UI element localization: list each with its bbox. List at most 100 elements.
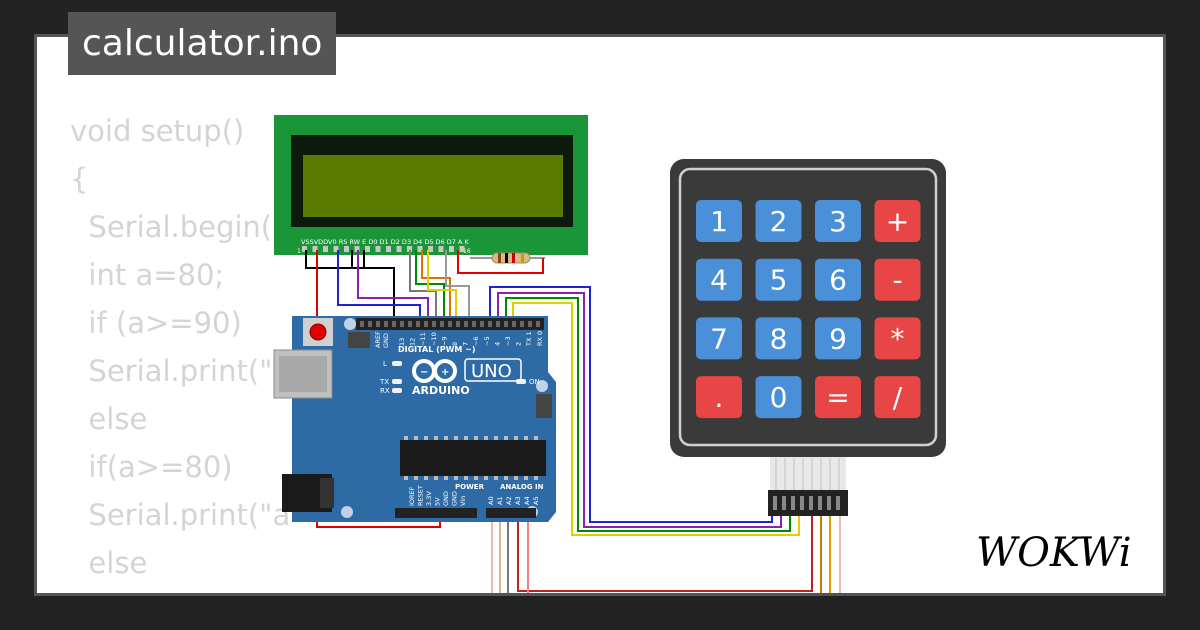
uno-badge <box>464 358 522 382</box>
header-pin[interactable] <box>416 321 420 327</box>
led-l-label: L <box>383 360 387 368</box>
key-label: . <box>715 381 724 414</box>
key-label: 6 <box>829 264 847 297</box>
header-pin[interactable] <box>448 321 452 327</box>
lcd-pin[interactable] <box>375 246 381 252</box>
header-pin[interactable] <box>520 321 524 327</box>
connector-pin[interactable] <box>836 496 840 510</box>
digital-pin-label: ~10 <box>430 332 438 346</box>
project-title[interactable]: calculator.ino <box>68 12 337 75</box>
key-label: 3 <box>829 205 847 238</box>
chip-pin <box>524 476 528 480</box>
resistor[interactable] <box>470 252 545 264</box>
key-op[interactable]: / <box>874 376 921 419</box>
connector-pin[interactable] <box>782 496 786 510</box>
header-pin[interactable] <box>432 321 436 327</box>
power-pin-label: GND <box>451 491 459 506</box>
preview-card: void setup() { Serial.begin(9 int a=80; … <box>34 34 1166 596</box>
connector-pin[interactable] <box>818 496 822 510</box>
wokwi-logo[interactable]: WOKWi <box>976 530 1132 576</box>
key-label: 7 <box>710 322 728 355</box>
header-pin[interactable] <box>376 321 380 327</box>
header-pin[interactable] <box>440 321 444 327</box>
digital-pin-label: 12 <box>409 338 417 346</box>
power-pin-label: 5V <box>434 497 442 506</box>
lcd-pin-labels: VSSVDDV0 RS RW E D0 D1 D2 D3 D4 D5 D6 D7… <box>301 238 469 246</box>
lcd-pin[interactable] <box>333 246 339 252</box>
key-num[interactable]: 3 <box>815 200 861 242</box>
header-pin[interactable] <box>480 321 484 327</box>
power-pin-label: GND <box>442 491 450 506</box>
header-pin[interactable] <box>504 321 508 327</box>
lcd-pin[interactable] <box>449 246 454 252</box>
key-label: 8 <box>770 322 788 355</box>
reset-button[interactable] <box>303 318 333 346</box>
key-num[interactable]: 6 <box>815 258 861 301</box>
key-num[interactable]: 9 <box>815 317 861 360</box>
connector-pin[interactable] <box>827 496 831 510</box>
header-pin[interactable] <box>528 321 532 327</box>
header-pin[interactable] <box>392 321 396 327</box>
header-pin[interactable] <box>464 321 468 327</box>
connector-pin[interactable] <box>791 496 795 510</box>
chip-pin <box>464 436 468 440</box>
header-pin[interactable] <box>496 321 500 327</box>
header-pin[interactable] <box>360 321 364 327</box>
key-op[interactable]: * <box>874 317 921 360</box>
lcd-pin[interactable] <box>428 246 433 252</box>
key-num[interactable]: 2 <box>755 200 802 242</box>
header-pin[interactable] <box>384 321 388 327</box>
header-pin[interactable] <box>472 321 476 327</box>
lcd-pin[interactable] <box>386 246 391 252</box>
chip-pin <box>424 436 428 440</box>
code-line: else <box>88 402 148 436</box>
code-line: Serial.begin(9 <box>88 210 291 244</box>
code-line: void setup() <box>70 114 245 148</box>
key-num[interactable]: 0 <box>755 376 802 419</box>
uno-label: UNO <box>471 361 512 382</box>
header-pin[interactable] <box>456 321 460 327</box>
analog-pin-label: A3 <box>514 496 522 505</box>
code-line: Serial.print("a <box>88 498 291 532</box>
header-pin[interactable] <box>536 321 540 327</box>
lcd-pin[interactable] <box>365 246 370 252</box>
connector-pin[interactable] <box>800 496 804 510</box>
lcd-pin[interactable] <box>302 246 307 252</box>
key-op[interactable]: - <box>874 258 921 301</box>
lcd-pin[interactable] <box>312 246 318 252</box>
lcd-pin[interactable] <box>438 246 444 252</box>
header-pin[interactable] <box>408 321 412 327</box>
key-op[interactable]: = <box>815 376 861 419</box>
key-num[interactable]: 7 <box>696 317 742 360</box>
header-pin[interactable] <box>368 321 372 327</box>
key-num[interactable]: 4 <box>696 258 742 301</box>
lcd-pin[interactable] <box>344 246 349 252</box>
lcd-pin[interactable] <box>354 246 360 252</box>
key-op[interactable]: . <box>696 376 742 419</box>
lcd-pin[interactable] <box>396 246 402 252</box>
lcd-pin[interactable] <box>417 246 423 252</box>
chip-pin <box>424 476 428 480</box>
header-pin[interactable] <box>512 321 516 327</box>
header-pin[interactable] <box>488 321 492 327</box>
key-num[interactable]: 8 <box>755 317 802 360</box>
lcd-pin[interactable] <box>407 246 412 252</box>
lcd-pin[interactable] <box>323 246 328 252</box>
key-num[interactable]: 5 <box>755 258 802 301</box>
connector-pin[interactable] <box>773 496 777 510</box>
analog-pin-label: A4 <box>523 496 531 505</box>
lcd-display[interactable]: VSSVDDV0 RS RW E D0 D1 D2 D3 D4 D5 D6 D7… <box>274 115 588 255</box>
lcd-pin[interactable] <box>459 246 465 252</box>
arduino-brand: ARDUINO <box>412 384 470 397</box>
header-pin[interactable] <box>400 321 404 327</box>
header-pin[interactable] <box>424 321 428 327</box>
key-op[interactable]: + <box>874 200 921 242</box>
chip-pin <box>464 476 468 480</box>
key-num[interactable]: 1 <box>696 200 742 242</box>
digital-pin-label: 7 <box>462 342 470 346</box>
code-preview: void setup() { Serial.begin(9 int a=80; … <box>70 107 291 593</box>
connector-pin[interactable] <box>809 496 813 510</box>
digital-pin-label: ~9 <box>440 336 448 346</box>
